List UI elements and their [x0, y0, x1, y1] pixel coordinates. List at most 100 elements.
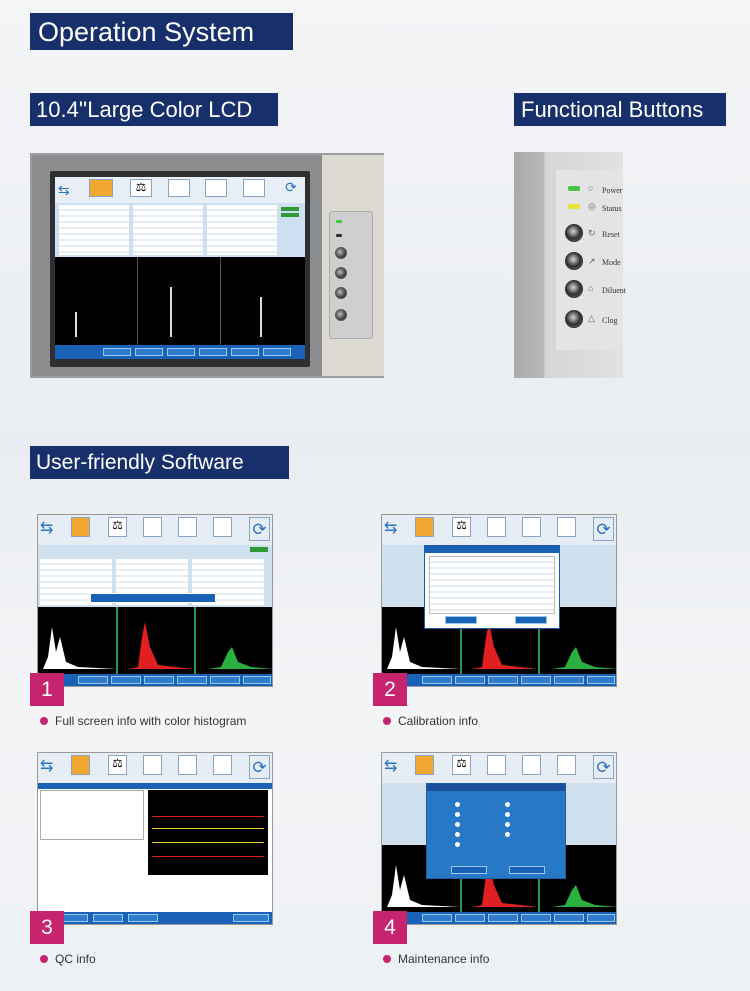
toolbar-button[interactable] — [521, 676, 551, 684]
toolbar-button[interactable] — [554, 676, 584, 684]
bullet-dot — [40, 717, 48, 725]
toolbar-button[interactable] — [128, 914, 158, 922]
scale-icon: ⚖ — [108, 517, 127, 537]
toolbar-button[interactable] — [210, 676, 240, 684]
toolbar-button[interactable] — [243, 676, 271, 684]
bullet-dot — [40, 955, 48, 963]
toolbar-button[interactable] — [93, 914, 123, 922]
calibration-icon — [168, 179, 190, 197]
toolbar-button[interactable] — [177, 676, 207, 684]
calibration-icon — [143, 755, 162, 775]
execute-button[interactable] — [451, 866, 487, 874]
status-led — [336, 234, 342, 237]
mode-label: Mode — [602, 258, 621, 267]
folder-icon — [415, 755, 434, 775]
diluent-knob[interactable] — [335, 287, 347, 299]
mode-symbol-icon: ↗ — [588, 256, 596, 266]
screenshot-full-screen: ⇆ ⚖ ⟳ — [37, 514, 273, 687]
operation-system-title: Operation System — [38, 17, 255, 47]
scale-icon: ⚖ — [130, 179, 152, 197]
qc-title-bar — [38, 783, 272, 789]
qc-form — [40, 843, 144, 885]
qc-chart — [148, 790, 268, 875]
mode-knob[interactable] — [565, 252, 583, 270]
calibration-icon — [487, 755, 506, 775]
wbc-histogram — [38, 607, 116, 675]
lcd-title: 10.4''Large Color LCD — [36, 97, 253, 122]
refresh-icon: ⟳ — [285, 179, 297, 195]
toolbar-button[interactable] — [587, 914, 615, 922]
toolbar-button[interactable] — [554, 914, 584, 922]
bottom-toolbar — [382, 674, 616, 686]
scale-icon: ⚖ — [108, 755, 127, 775]
reset-label: Reset — [602, 230, 620, 239]
plt-histogram — [538, 607, 616, 675]
toolbar-button[interactable] — [144, 676, 174, 684]
toolbar-button[interactable] — [422, 676, 452, 684]
return-button[interactable] — [509, 866, 545, 874]
lcd-histograms — [55, 257, 305, 345]
reset-knob[interactable] — [565, 224, 583, 242]
functional-buttons-header: Functional Buttons — [514, 93, 726, 126]
clog-label: Clog — [602, 316, 618, 325]
toolbar-button[interactable] — [455, 676, 485, 684]
diluent-knob[interactable] — [565, 280, 583, 298]
reset-symbol-icon: ↻ — [588, 228, 596, 238]
modify-button[interactable] — [445, 616, 477, 624]
power-led — [568, 186, 580, 191]
mode-knob[interactable] — [335, 267, 347, 279]
switch-arrows-icon: ⇆ — [40, 520, 54, 537]
reagent-icon — [557, 517, 576, 537]
functional-buttons-photo: ○ Power ◎ Status ↻ Reset ↗ Mode ⌂ Diluen… — [514, 152, 626, 378]
toolbar-button[interactable] — [587, 676, 615, 684]
clog-knob[interactable] — [565, 310, 583, 328]
screenshot-maintenance: ⇆ ⚖ ⟳ — [381, 752, 617, 925]
lcd-screen: ⇆ ⚖ ⟳ — [55, 177, 305, 359]
toolbar-button[interactable] — [422, 914, 452, 922]
maintenance-dialog — [426, 783, 566, 879]
switch-arrows-icon: ⇆ — [384, 758, 398, 775]
maintenance-icon — [205, 179, 227, 197]
operation-system-header: Operation System — [30, 13, 293, 50]
toolbar-button[interactable] — [233, 914, 269, 922]
reset-knob[interactable] — [335, 247, 347, 259]
status-label: Status — [602, 204, 622, 213]
refresh-icon: ⟳ — [249, 517, 270, 541]
folder-icon — [71, 517, 90, 537]
calibration-dialog — [424, 545, 560, 629]
status-led — [568, 204, 580, 209]
screenshot-qc: ⇆ ⚖ ⟳ — [37, 752, 273, 925]
folder-icon — [415, 517, 434, 537]
toolbar-button[interactable] — [111, 676, 141, 684]
refresh-icon: ⟳ — [249, 755, 270, 779]
functional-buttons-title: Functional Buttons — [521, 97, 704, 122]
toolbar: ⇆ ⚖ ⟳ — [382, 515, 616, 545]
lcd-header: 10.4''Large Color LCD — [30, 93, 278, 126]
toolbar-button[interactable] — [521, 914, 551, 922]
refresh-icon: ⟳ — [593, 517, 614, 541]
qc-list — [40, 790, 144, 840]
toolbar-button[interactable] — [455, 914, 485, 922]
lcd-toolbar: ⇆ ⚖ ⟳ — [55, 177, 305, 203]
status-symbol-icon: ◎ — [588, 201, 596, 211]
step-badge-1: 1 — [30, 673, 64, 706]
power-led — [336, 220, 342, 223]
bottom-toolbar — [38, 912, 272, 924]
caption-maintenance: Maintenance info — [398, 952, 490, 966]
lcd-bottom-bar — [55, 345, 305, 359]
diluent-symbol-icon: ⌂ — [588, 283, 594, 293]
toolbar-button[interactable] — [488, 914, 518, 922]
calibration-icon — [487, 517, 506, 537]
step-badge-3: 3 — [30, 911, 64, 944]
return-button[interactable] — [515, 616, 547, 624]
caption-calibration: Calibration info — [398, 714, 479, 728]
caption-qc: QC info — [55, 952, 96, 966]
clog-knob[interactable] — [335, 309, 347, 321]
toolbar-button[interactable] — [488, 676, 518, 684]
software-header: User-friendly Software — [30, 446, 289, 479]
reagent-icon — [243, 179, 265, 197]
toolbar-button[interactable] — [78, 676, 108, 684]
monitor-keypad — [329, 211, 373, 339]
bullet-dot — [383, 717, 391, 725]
software-title: User-friendly Software — [36, 451, 244, 474]
